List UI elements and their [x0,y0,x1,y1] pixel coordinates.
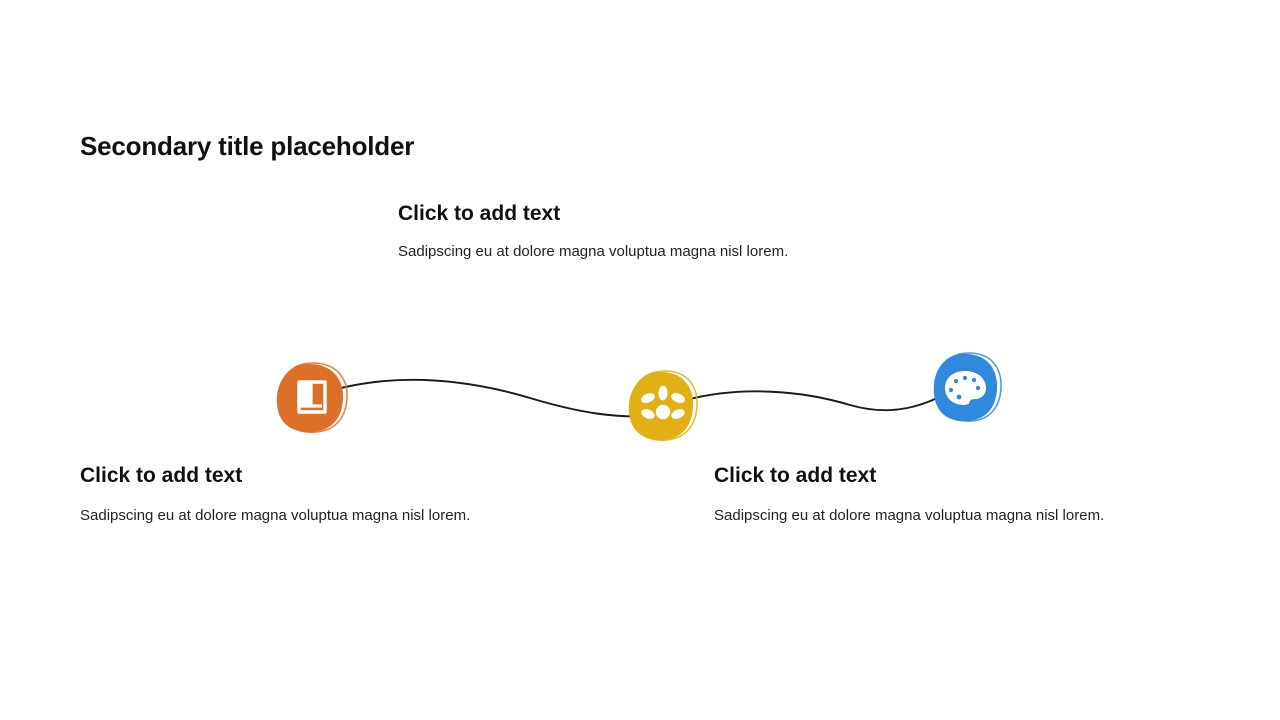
text-block-top-body: Sadipscing eu at dolore magna voluptua m… [398,243,789,261]
node-palette[interactable] [933,352,1002,422]
text-block-left-body: Sadipscing eu at dolore magna voluptua m… [80,507,471,525]
text-block-left[interactable]: Click to add text Sadipscing eu at dolor… [80,464,470,526]
node-book[interactable] [276,362,348,434]
node-flower[interactable] [628,370,698,442]
text-block-right[interactable]: Click to add text Sadipscing eu at dolor… [714,464,1104,526]
connector-path-2 [685,390,949,412]
book-icon-page [299,382,310,406]
text-block-right-heading: Click to add text [714,464,877,487]
palette-icon [945,371,986,405]
text-block-top-heading: Click to add text [398,202,561,225]
text-block-left-heading: Click to add text [80,464,243,487]
connector-path-1 [332,378,651,418]
text-block-top[interactable]: Click to add text Sadipscing eu at dolor… [398,202,788,262]
text-block-right-body: Sadipscing eu at dolore magna voluptua m… [714,507,1105,525]
flower-asterisk-icon [641,385,685,420]
page-title: Secondary title placeholder [80,131,415,161]
